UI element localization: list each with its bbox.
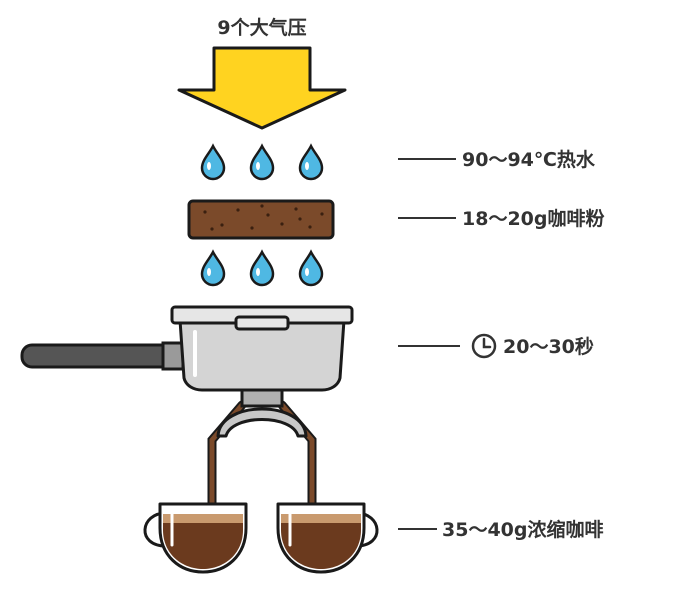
espresso-cup-right-icon — [276, 502, 379, 574]
water-drop-icon — [200, 144, 226, 181]
water-drop-icon — [298, 144, 324, 181]
pressure-title: 9个大气压 — [217, 16, 306, 39]
water-drop-icon — [249, 144, 275, 181]
portafilter-icon — [20, 305, 354, 521]
water-drop-icon — [298, 250, 324, 287]
label-output: 35～40g浓缩咖啡 — [442, 518, 603, 541]
water-drop-icon — [249, 250, 275, 287]
label-water: 90～94℃热水 — [462, 148, 596, 171]
label-grounds: 18～20g咖啡粉 — [462, 207, 604, 230]
coffee-puck-icon — [187, 199, 335, 240]
pressure-arrow-icon — [177, 46, 347, 130]
label-time: 20～30秒 — [503, 335, 594, 358]
water-drops-top — [200, 144, 324, 181]
clock-icon — [471, 333, 497, 359]
water-drops-bottom — [200, 250, 324, 287]
water-drop-icon — [200, 250, 226, 287]
espresso-cup-left-icon — [143, 502, 248, 574]
